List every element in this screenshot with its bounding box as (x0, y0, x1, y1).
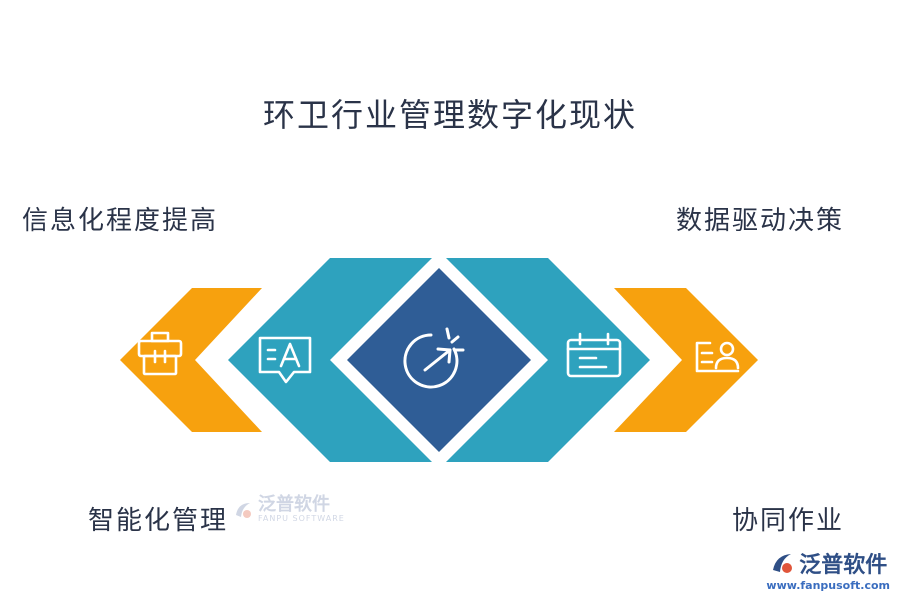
fanpu-logo-icon (236, 502, 251, 518)
toolbox-icon (137, 331, 183, 376)
watermark-url: www.fanpusoft.com (766, 579, 890, 592)
watermark-brand-cn: 泛普软件 (258, 494, 330, 515)
orange-chevron-right (614, 288, 758, 432)
watermark-corner: 泛普软件 www.fanpusoft.com (766, 547, 890, 592)
calendar-icon (566, 332, 622, 378)
label-bottom-left: 智能化管理 (88, 506, 229, 536)
user-card-icon (695, 341, 740, 373)
teal-chevron-right (446, 258, 650, 462)
page-title: 环卫行业管理数字化现状 (262, 96, 637, 134)
orange-chevron-left (120, 288, 262, 432)
growth-arrow-icon (403, 327, 465, 389)
label-top-left: 信息化程度提高 (22, 206, 219, 236)
watermark-brand-en: FANPU SOFTWARE (258, 514, 345, 523)
watermark-center: 泛普软件 FANPU SOFTWARE (232, 496, 345, 523)
label-top-right: 数据驱动决策 (675, 206, 844, 236)
label-bottom-right: 协同作业 (731, 506, 844, 536)
chat-text-icon (258, 336, 312, 384)
teal-chevron-left (228, 258, 432, 462)
fanpu-logo-icon (773, 554, 793, 573)
watermark-corner-brand: 泛普软件 (799, 553, 888, 578)
